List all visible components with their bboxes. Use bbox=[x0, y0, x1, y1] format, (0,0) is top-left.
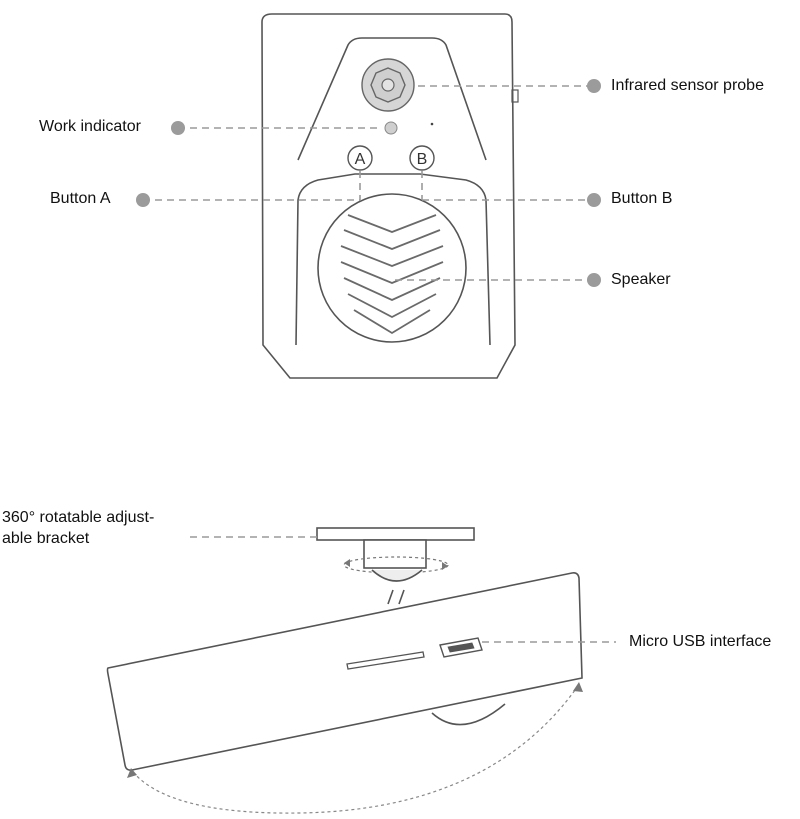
card-slot bbox=[346, 651, 425, 670]
label-button-b: Button B bbox=[611, 190, 673, 207]
side-view bbox=[106, 527, 583, 771]
label-work-indicator: Work indicator bbox=[39, 118, 141, 135]
speaker bbox=[317, 193, 467, 343]
dot-infrared bbox=[587, 79, 601, 93]
pinhole bbox=[430, 122, 434, 126]
label-bracket-line1: 360° rotatable adjust- bbox=[2, 509, 155, 526]
label-button-a: Button A bbox=[50, 190, 111, 207]
tilt-arrowhead-left bbox=[127, 768, 137, 778]
button-a: A bbox=[347, 145, 373, 171]
side-port bbox=[511, 89, 519, 103]
button-b: B bbox=[409, 145, 435, 171]
front-view bbox=[261, 13, 519, 379]
dot-button-a bbox=[136, 193, 150, 207]
bracket-stem-b bbox=[398, 589, 405, 605]
infrared-sensor-probe bbox=[361, 58, 415, 112]
dot-speaker bbox=[587, 273, 601, 287]
sensor-dome bbox=[431, 703, 506, 726]
label-bracket-line2: able bracket bbox=[2, 530, 90, 547]
device-body-outline bbox=[261, 13, 516, 379]
micro-usb-port bbox=[439, 637, 483, 658]
label-rotatable-bracket: 360° rotatable adjust- able bracket bbox=[2, 507, 154, 549]
front-callout-dots bbox=[136, 79, 601, 287]
tilt-arrowhead-right bbox=[573, 682, 583, 692]
label-infrared-sensor-probe: Infrared sensor probe bbox=[611, 77, 764, 94]
side-device-body bbox=[106, 572, 583, 771]
bracket-plate bbox=[316, 527, 475, 541]
tilt-arc bbox=[132, 685, 579, 814]
front-callout-lines bbox=[143, 85, 592, 281]
ball-joint bbox=[371, 569, 423, 582]
rotation-arrowhead-left bbox=[344, 559, 350, 567]
sensor-panel-outline bbox=[297, 37, 487, 161]
button-b-mark: B bbox=[417, 151, 428, 168]
button-a-mark: A bbox=[355, 151, 366, 168]
rotation-indicator bbox=[343, 556, 449, 574]
dot-work-indicator bbox=[171, 121, 185, 135]
speaker-panel-outline bbox=[295, 173, 491, 346]
speaker-grille bbox=[340, 214, 444, 335]
work-indicator-light bbox=[384, 121, 398, 135]
bracket-stem-a bbox=[387, 589, 394, 605]
label-micro-usb-interface: Micro USB interface bbox=[629, 633, 772, 650]
rotation-arrowhead-right bbox=[442, 562, 448, 570]
label-speaker: Speaker bbox=[611, 271, 671, 288]
dot-button-b bbox=[587, 193, 601, 207]
micro-usb-port-inner bbox=[447, 642, 475, 653]
side-callout-lines bbox=[190, 536, 616, 643]
bracket-column bbox=[363, 539, 427, 569]
